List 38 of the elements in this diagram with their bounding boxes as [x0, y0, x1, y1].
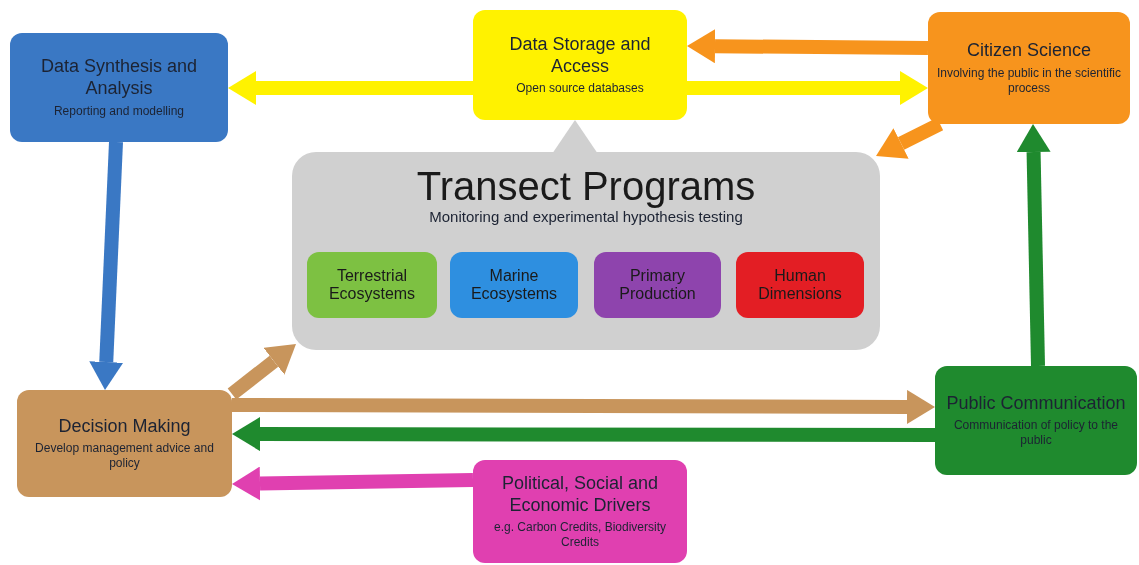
- process-box: [935, 366, 1137, 475]
- node-subtitle: Communication of policy to the public: [952, 418, 1120, 449]
- node-title: Decision Making: [57, 415, 192, 438]
- arrow: [89, 141, 124, 390]
- process-box: [473, 460, 687, 563]
- category-box: [736, 252, 864, 318]
- node-subtitle: e.g. Carbon Credits, Biodiversity Credits: [492, 520, 668, 551]
- arrow: [232, 466, 474, 501]
- process-box: [473, 10, 687, 120]
- process-box: [17, 390, 232, 497]
- arrow: [232, 417, 935, 452]
- node-subtitle: Open source databases: [515, 81, 645, 97]
- arrow: [1016, 124, 1051, 367]
- category-box: [594, 252, 721, 318]
- node-subtitle: Involving the public in the scientific process: [935, 65, 1123, 96]
- node-title: Primary Production: [618, 267, 697, 303]
- arrow: [687, 29, 929, 64]
- category-box: [307, 252, 437, 318]
- arrow: [227, 344, 296, 400]
- node-title: Data Storage and Access: [508, 33, 652, 78]
- arrow: [687, 71, 928, 105]
- node-title: Marine Ecosystems: [469, 267, 559, 303]
- arrow: [232, 389, 935, 424]
- node-subtitle: Reporting and modelling: [52, 103, 186, 119]
- node-title: Citizen Science: [965, 40, 1093, 62]
- process-box: [10, 33, 228, 142]
- node-title: Human Dimensions: [757, 267, 843, 303]
- process-box: [928, 12, 1130, 124]
- node-title: Political, Social and Economic Drivers: [500, 472, 660, 517]
- node-title: Public Communication: [945, 392, 1127, 415]
- node-title: Transect Programs: [415, 164, 757, 208]
- node-title: Data Synthesis and Analysis: [39, 56, 199, 100]
- arrow: [228, 71, 473, 105]
- node-title: Terrestrial Ecosystems: [327, 267, 417, 303]
- node-subtitle: Develop management advice and policy: [34, 441, 215, 472]
- process-box: [292, 152, 880, 350]
- category-box: [450, 252, 578, 318]
- node-subtitle: Monitoring and experimental hypothesis testing: [428, 208, 744, 227]
